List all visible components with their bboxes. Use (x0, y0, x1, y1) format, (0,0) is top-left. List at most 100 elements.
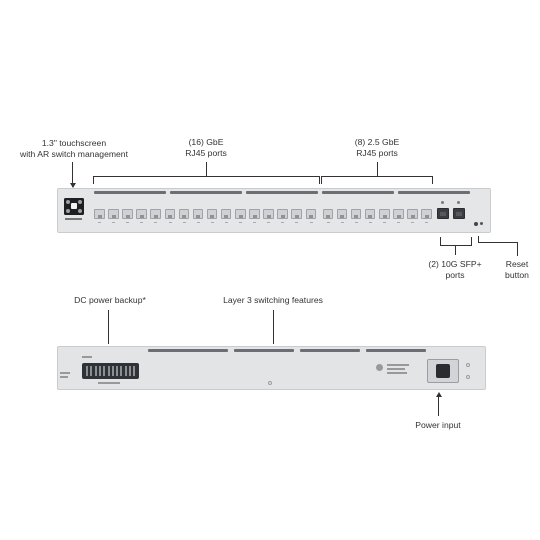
ac-power-inlet[interactable] (427, 359, 459, 383)
gbe-port[interactable] (263, 209, 274, 219)
gbe25-bracket-right (432, 176, 433, 184)
screen-indicator-icon (78, 200, 82, 204)
reset-button[interactable] (474, 222, 478, 226)
reset-callout-line (478, 242, 517, 243)
dc-pin (107, 366, 110, 376)
layer3-label: Layer 3 switching features (223, 295, 323, 305)
screen-display-icon (71, 203, 77, 209)
gbe25-port[interactable] (336, 209, 348, 219)
gbe25-port[interactable] (407, 209, 418, 219)
dc-pin (133, 366, 136, 376)
screen-indicator-icon (78, 209, 82, 213)
gbe-port[interactable] (178, 209, 190, 219)
port-number-mark (397, 222, 401, 223)
gbe-port[interactable] (150, 209, 161, 219)
port-number-mark (98, 222, 101, 223)
gbe-port[interactable] (291, 209, 302, 219)
gbe-bracket (93, 176, 320, 177)
port-number-mark (383, 222, 386, 223)
port-number-mark (267, 222, 271, 223)
port-number-mark (182, 222, 186, 223)
gbe-port[interactable] (122, 209, 133, 219)
gbe-port[interactable] (249, 209, 260, 219)
dc-pin (111, 366, 114, 376)
gbe-port[interactable] (108, 209, 119, 219)
power-socket-icon (436, 364, 450, 378)
rear-vent (366, 349, 426, 352)
sfp-led-icon (457, 201, 460, 204)
gbe-port[interactable] (164, 209, 175, 219)
port-number-mark (425, 222, 429, 223)
dc-pin (90, 366, 93, 376)
gbe-port[interactable] (305, 209, 316, 219)
gbe-port[interactable] (220, 209, 232, 219)
dc-pin (86, 366, 88, 376)
rear-label-text (387, 372, 407, 374)
gbe25-bracket (321, 176, 433, 177)
gbe-port[interactable] (235, 209, 246, 219)
sfp-port-1[interactable] (437, 208, 449, 219)
switch-front-panel (57, 188, 491, 233)
port-number-mark (196, 222, 200, 223)
status-led-icon (480, 222, 483, 225)
front-vent (322, 191, 394, 194)
port-number-mark (354, 222, 358, 223)
gbe-port[interactable] (136, 209, 147, 219)
dc-pin (124, 366, 127, 376)
gbe-port[interactable] (206, 209, 218, 219)
brand-mark (65, 218, 82, 220)
port-number-mark (154, 222, 158, 223)
gbe25-port[interactable] (393, 209, 404, 219)
reset-button-label: Reset button (505, 259, 529, 280)
gbe25-ports-label: (8) 2.5 GbE RJ45 ports (354, 137, 400, 158)
sfp-bracket-left (440, 237, 441, 245)
gbe-bracket-stem (206, 162, 207, 176)
gbe-port[interactable] (94, 209, 105, 219)
reset-callout-riser (478, 236, 479, 243)
screw-icon (466, 363, 470, 367)
rear-vent (300, 349, 360, 352)
port-number-mark (295, 222, 299, 223)
port-number-mark (340, 222, 344, 223)
touchscreen-label: 1.3" touchscreen with AR switch manageme… (20, 138, 128, 159)
dc-pin (98, 366, 101, 376)
power-callout-arrow (435, 392, 442, 397)
dc-power-connector[interactable] (82, 363, 139, 379)
front-vent (398, 191, 470, 194)
sfp-port-2[interactable] (453, 208, 465, 219)
port-number-mark (368, 222, 372, 223)
sfp-led-icon (441, 201, 444, 204)
dc-power-label: DC power backup* (74, 295, 146, 305)
rear-label-text (60, 376, 68, 378)
port-number-mark (326, 222, 330, 223)
gbe25-port[interactable] (379, 209, 390, 219)
front-vent (94, 191, 166, 194)
power-callout-line (438, 396, 439, 416)
gbe-ports-label: (16) GbE RJ45 ports (185, 137, 227, 158)
rear-vent (234, 349, 294, 352)
port-number-mark (224, 222, 228, 223)
gbe-bracket-left (93, 176, 94, 184)
gbe25-port[interactable] (350, 209, 362, 219)
rear-label-text (82, 356, 92, 358)
gbe25-port[interactable] (421, 209, 432, 219)
touchscreen-callout-arrow (69, 183, 76, 188)
front-vent (246, 191, 318, 194)
sfp-bracket-right (471, 237, 472, 245)
gbe-bracket-right (319, 176, 320, 184)
layer3-callout-line (273, 310, 274, 344)
gbe25-port[interactable] (322, 209, 334, 219)
port-number-mark (239, 222, 242, 223)
gbe-port[interactable] (192, 209, 204, 219)
rear-label-text (387, 368, 405, 370)
port-number-mark (112, 222, 116, 223)
rear-label-text (60, 372, 70, 374)
gbe-port[interactable] (277, 209, 288, 219)
gbe25-port[interactable] (364, 209, 376, 219)
touchscreen[interactable] (64, 198, 84, 215)
gbe25-bracket-left (321, 176, 322, 184)
front-vent (170, 191, 242, 194)
dc-pin (129, 366, 131, 376)
screen-indicator-icon (66, 209, 70, 213)
gbe25-bracket-stem (377, 162, 378, 176)
